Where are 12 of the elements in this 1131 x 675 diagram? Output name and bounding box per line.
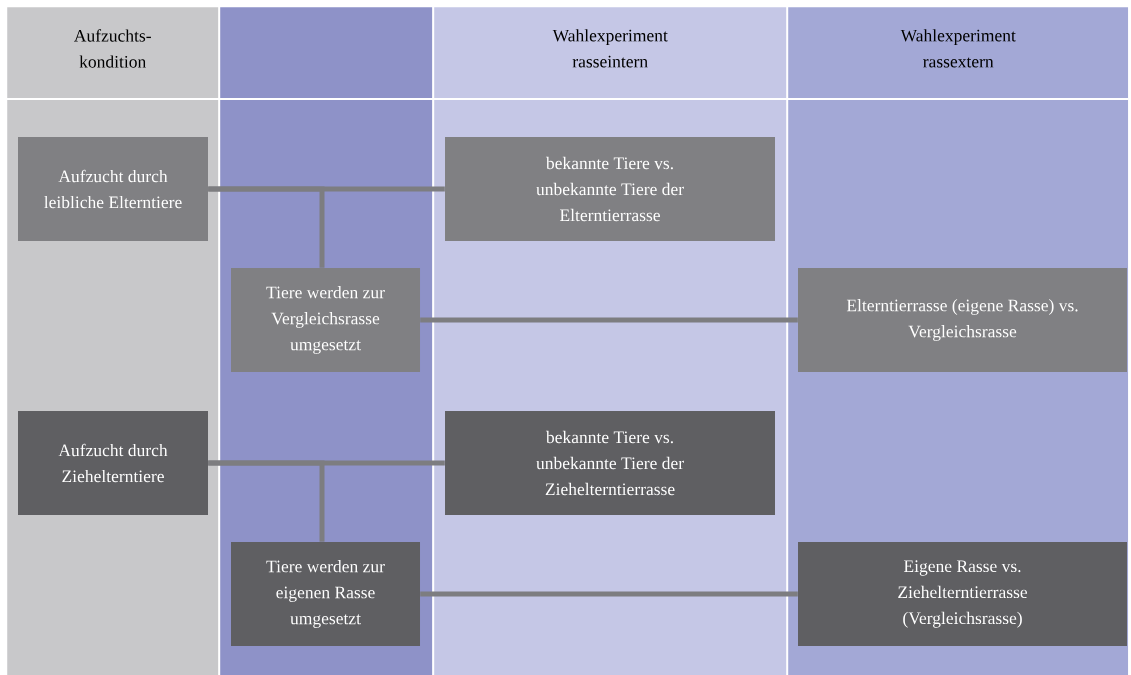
process-box: Elterntierrasse (eigene Rasse) vs. Vergleichsrasse: [798, 268, 1127, 372]
process-box: Tiere werden zur eigenen Rasse umgesetzt: [231, 542, 420, 646]
process-box: Aufzucht durch Ziehelterntiere: [18, 411, 208, 515]
connector-line: [208, 186, 325, 268]
process-box: bekannte Tiere vs. unbekannte Tiere der Ziehelterntierrasse: [445, 411, 775, 515]
process-box: Aufzucht durch leibliche Elterntiere: [18, 137, 208, 241]
process-box: Eigene Rasse vs. Ziehelterntierrasse (Vergleichsrasse): [798, 542, 1127, 646]
process-box: Tiere werden zur Vergleichsrasse umgesetzt: [231, 268, 420, 372]
connector-line: [420, 317, 798, 323]
connector-line: [208, 460, 325, 542]
process-box: bekannte Tiere vs. unbekannte Tiere der Elterntierrasse: [445, 137, 775, 241]
connector-line: [420, 591, 798, 597]
